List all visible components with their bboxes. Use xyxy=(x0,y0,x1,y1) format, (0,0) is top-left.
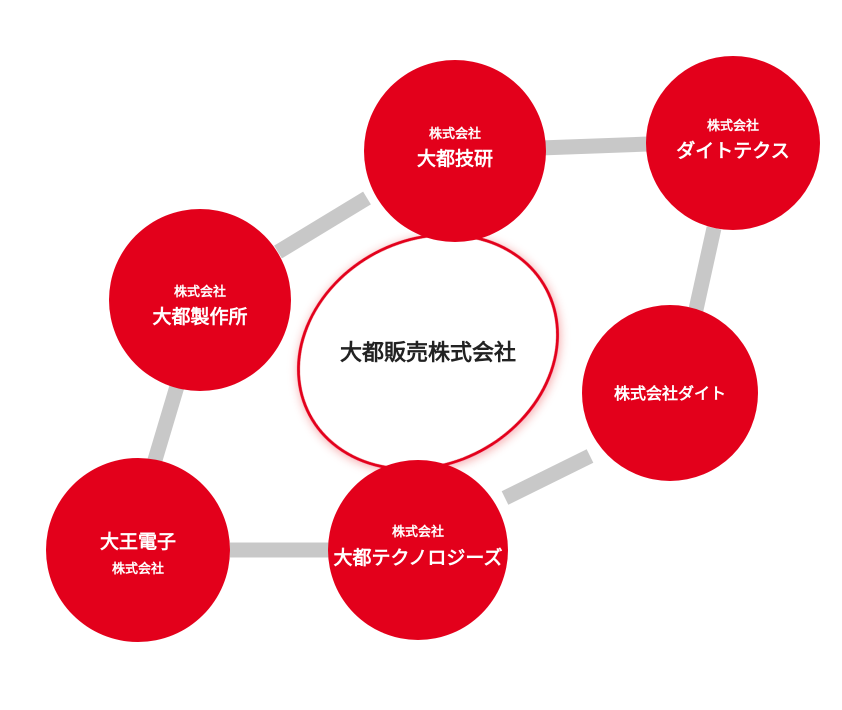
company-node-technologies: 株式会社 大都テクノロジーズ xyxy=(328,460,508,640)
company-node-giken: 株式会社 大都技研 xyxy=(364,60,546,242)
company-label-line1: 株式会社 xyxy=(429,126,481,142)
company-node-daito: 株式会社ダイト xyxy=(582,305,758,481)
company-circle-daio xyxy=(46,458,230,642)
company-label-line1: 株式会社 xyxy=(707,118,759,134)
center-company-ellipse xyxy=(297,233,559,471)
company-label-line2: 株式会社 xyxy=(112,561,164,577)
company-node-daio: 大王電子 株式会社 xyxy=(46,458,230,642)
center-company-name: 大都販売株式会社 xyxy=(340,340,516,366)
company-label-line1: 株式会社 xyxy=(174,284,226,300)
company-node-daito-tex: 株式会社 ダイトテクス xyxy=(646,56,820,230)
company-label-line2: 大都技研 xyxy=(417,147,493,170)
center-company-node: 大都販売株式会社 xyxy=(297,233,559,471)
company-node-seisakusho: 株式会社 大都製作所 xyxy=(109,209,291,391)
company-label-line2: 大都製作所 xyxy=(152,305,247,328)
connector-giken-daitotex xyxy=(539,136,649,156)
company-label-line1: 株式会社ダイト xyxy=(614,384,726,403)
company-circle-seisakusho xyxy=(109,209,291,391)
company-circle-technologies xyxy=(328,460,508,640)
company-label-line2: ダイトテクス xyxy=(676,139,789,162)
connectors xyxy=(144,136,722,558)
company-label-line1: 株式会社 xyxy=(392,524,444,540)
company-label-line2: 大都テクノロジーズ xyxy=(334,546,503,569)
connector-daio-seisakusho xyxy=(144,380,186,473)
company-circle-daito-tex xyxy=(646,56,820,230)
company-label-line1: 大王電子 xyxy=(100,530,176,553)
connector-daitotex-daito xyxy=(687,226,722,316)
connector-daito-technologies xyxy=(501,449,594,505)
company-circle-giken xyxy=(364,60,546,242)
company-circle-daito xyxy=(582,305,758,481)
connector-seisakusho-giken xyxy=(274,191,371,259)
